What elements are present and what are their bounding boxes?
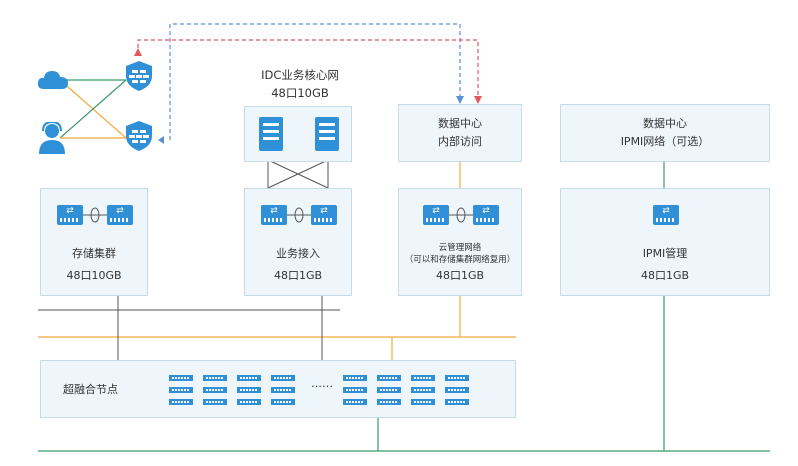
node-server-icon <box>169 399 193 405</box>
hci-label: 超融合节点 <box>63 383 118 396</box>
node-server-icon <box>377 399 401 405</box>
link-loop-icon <box>83 207 107 223</box>
node-server-icon <box>445 375 469 381</box>
node-server-icon <box>343 387 367 393</box>
dc-ipmi-line2: IPMI网络（可选） <box>620 135 710 148</box>
node-server-icon <box>169 387 193 393</box>
node-server-icon <box>343 399 367 405</box>
node-server-icon <box>377 387 401 393</box>
node-server-icon <box>203 399 227 405</box>
node-server-icon <box>271 399 295 405</box>
switch-icon: ⇄ <box>473 205 499 225</box>
business-name: 业务接入 <box>276 247 320 260</box>
node-server-icon <box>411 399 435 405</box>
business-ports: 48口1GB <box>273 269 323 282</box>
dc-ipmi-line1: 数据中心 <box>643 117 687 130</box>
switch-icon: ⇄ <box>107 205 133 225</box>
cloud-icon <box>37 71 68 89</box>
node-server-icon <box>237 375 261 381</box>
node-server-icon <box>271 375 295 381</box>
switch-icon: ⇄ <box>311 205 337 225</box>
idc-core-title: IDC业务核心网 <box>261 68 339 82</box>
firewall-icon <box>126 121 152 151</box>
link-loop-icon <box>287 207 311 223</box>
idc-core-ports: 48口10GB <box>271 86 329 100</box>
node-server-icon <box>237 399 261 405</box>
node-server-icon <box>203 375 227 381</box>
node-server-icon <box>445 399 469 405</box>
node-server-icon <box>445 387 469 393</box>
business-switch-box: ⇄ ⇄ 业务接入 48口1GB <box>244 188 352 296</box>
ipmi-name: IPMI管理 <box>642 247 688 260</box>
node-server-icon <box>271 387 295 393</box>
cloud-mgmt-switch-box: ⇄ ⇄ 云管理网络 （可以和存储集群网络复用） 48口1GB <box>398 188 522 296</box>
switch-icon: ⇄ <box>423 205 449 225</box>
node-server-icon <box>411 387 435 393</box>
cloud-mgmt-name: 云管理网络 <box>438 243 482 253</box>
storage-switch-box: ⇄ ⇄ 存储集群 48口10GB <box>40 188 148 296</box>
server-icon <box>315 117 339 151</box>
cloud-mgmt-note: （可以和存储集群网络复用） <box>404 255 516 265</box>
node-server-icon <box>237 387 261 393</box>
hci-nodes-box: 超融合节点 …… <box>40 360 516 418</box>
server-icon <box>259 117 283 151</box>
node-server-icon <box>203 387 227 393</box>
cloud-mgmt-ports: 48口1GB <box>435 269 485 282</box>
link-loop-icon <box>449 207 473 223</box>
switch-icon: ⇄ <box>653 205 679 225</box>
storage-name: 存储集群 <box>72 247 116 260</box>
storage-ports: 48口10GB <box>66 269 122 282</box>
node-server-icon <box>343 375 367 381</box>
dc-internal-line2: 内部访问 <box>438 135 482 148</box>
node-server-icon <box>411 375 435 381</box>
firewall-icon <box>126 61 152 91</box>
switch-icon: ⇄ <box>261 205 287 225</box>
hci-ellipsis: …… <box>311 377 333 390</box>
ipmi-switch-box: ⇄ IPMI管理 48口1GB <box>560 188 770 296</box>
idc-core-box <box>244 106 352 162</box>
switch-icon: ⇄ <box>57 205 83 225</box>
dc-ipmi-box: 数据中心 IPMI网络（可选） <box>560 104 770 162</box>
dc-internal-box: 数据中心 内部访问 <box>398 104 522 162</box>
node-server-icon <box>377 375 401 381</box>
node-server-icon <box>169 375 193 381</box>
dc-internal-line1: 数据中心 <box>438 117 482 130</box>
user-headset-icon <box>39 122 65 154</box>
ipmi-ports: 48口1GB <box>640 269 690 282</box>
